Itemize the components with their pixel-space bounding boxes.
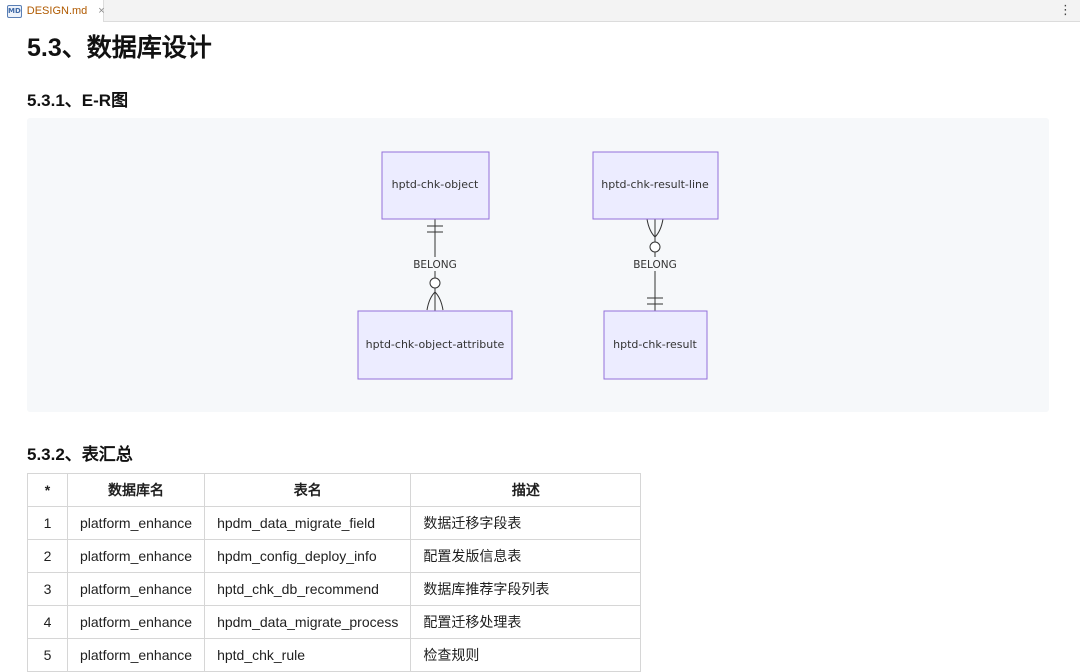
cell-table-name: hpdm_config_deploy_info <box>204 539 412 573</box>
cell-database-name: platform_enhance <box>66 572 206 606</box>
er-diagram: BELONG BELONG hptd-chk-object hptd-chk-r… <box>27 118 1049 412</box>
cell-table-name: hptd_chk_rule <box>204 638 412 672</box>
relationship-object-attribute: BELONG <box>413 219 457 311</box>
table-row: 5 platform_enhance hptd_chk_rule 检查规则 <box>27 638 642 672</box>
entity-hptd-chk-result: hptd-chk-result <box>603 310 708 380</box>
column-header-database-name: 数据库名 <box>66 473 206 507</box>
entity-hptd-chk-object-attribute: hptd-chk-object-attribute <box>357 310 513 380</box>
entity-label: hptd-chk-object <box>392 178 479 191</box>
table-row: 1 platform_enhance hpdm_data_migrate_fie… <box>27 506 642 540</box>
section-heading-database-design: 5.3、数据库设计 <box>27 34 212 62</box>
table-row: 4 platform_enhance hpdm_data_migrate_pro… <box>27 605 642 639</box>
cell-description: 数据迁移字段表 <box>410 506 642 540</box>
column-header-table-name: 表名 <box>204 473 412 507</box>
cell-table-name: hpdm_data_migrate_process <box>204 605 412 639</box>
entity-label: hptd-chk-result <box>613 338 697 351</box>
cell-index: 3 <box>27 572 68 606</box>
cell-description: 配置发版信息表 <box>410 539 642 573</box>
relationship-resultline-result: BELONG <box>633 218 677 311</box>
close-icon[interactable]: × <box>98 5 105 17</box>
cell-table-name: hptd_chk_db_recommend <box>204 572 412 606</box>
tab-design-md[interactable]: MD DESIGN.md × <box>0 0 105 22</box>
cell-database-name: platform_enhance <box>66 638 206 672</box>
entity-label: hptd-chk-object-attribute <box>366 338 505 351</box>
table-summary: * 数据库名 表名 描述 1 platform_enhance hpdm_dat… <box>27 473 642 672</box>
table-row: 2 platform_enhance hpdm_config_deploy_in… <box>27 539 642 573</box>
subheading-table-summary: 5.3.2、表汇总 <box>27 445 133 464</box>
cell-table-name: hpdm_data_migrate_field <box>204 506 412 540</box>
cell-index: 5 <box>27 638 68 672</box>
cell-database-name: platform_enhance <box>66 539 206 573</box>
column-header-index: * <box>27 473 68 507</box>
tab-label: DESIGN.md <box>26 5 88 17</box>
cell-index: 4 <box>27 605 68 639</box>
cell-description: 配置迁移处理表 <box>410 605 642 639</box>
relationship-label: BELONG <box>633 259 677 271</box>
entity-hptd-chk-result-line: hptd-chk-result-line <box>592 151 719 220</box>
cell-description: 检查规则 <box>410 638 642 672</box>
markdown-file-icon: MD <box>7 4 22 18</box>
entity-hptd-chk-object: hptd-chk-object <box>381 151 490 220</box>
editor-tab-bar: MD DESIGN.md × ⋮ <box>0 0 1080 22</box>
subheading-er-diagram: 5.3.1、E-R图 <box>27 91 129 110</box>
table-row: 3 platform_enhance hptd_chk_db_recommend… <box>27 572 642 606</box>
more-options-icon[interactable]: ⋮ <box>1059 2 1072 17</box>
entity-label: hptd-chk-result-line <box>601 178 709 191</box>
cell-description: 数据库推荐字段列表 <box>410 572 642 606</box>
table-header-row: * 数据库名 表名 描述 <box>27 473 642 507</box>
cell-database-name: platform_enhance <box>66 605 206 639</box>
relationship-label: BELONG <box>413 259 457 271</box>
column-header-description: 描述 <box>410 473 642 507</box>
cell-database-name: platform_enhance <box>66 506 206 540</box>
cell-index: 1 <box>27 506 68 540</box>
cell-index: 2 <box>27 539 68 573</box>
